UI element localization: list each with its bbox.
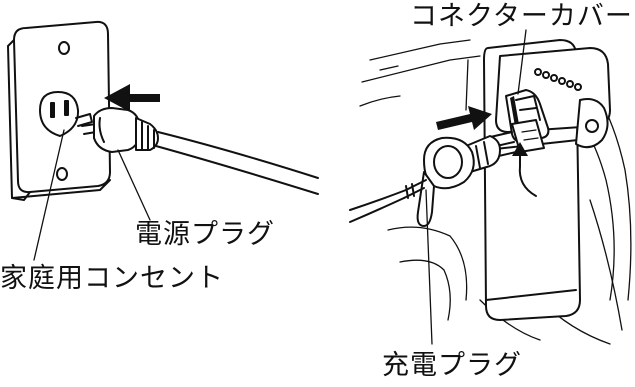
wall-outlet-label: 家庭用コンセント bbox=[0, 263, 224, 294]
battery-charging-illustration bbox=[349, 29, 632, 345]
connector-cover-label: コネクターカバー bbox=[410, 1, 633, 32]
power-plug-label: 電源プラグ bbox=[135, 219, 275, 250]
charging-plug-label: 充電プラグ bbox=[382, 350, 522, 381]
wall-outlet-illustration bbox=[7, 20, 319, 261]
